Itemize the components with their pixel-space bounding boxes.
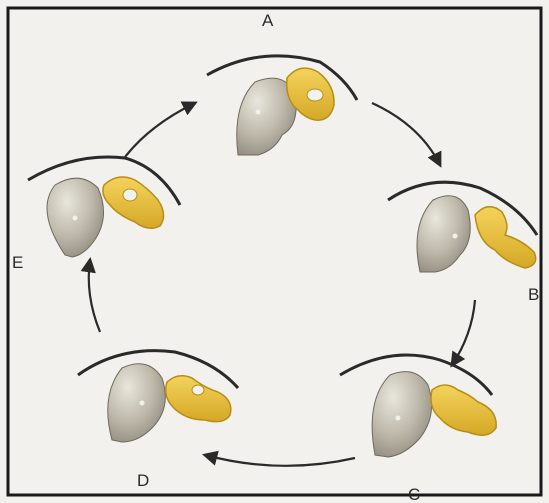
- label-b: B: [528, 285, 539, 304]
- disc-notch-e: [123, 189, 137, 201]
- label-e: E: [12, 253, 23, 272]
- label-a: A: [262, 11, 274, 30]
- disc-notch-a: [307, 89, 323, 101]
- disc-notch-d: [192, 385, 204, 395]
- label-c: C: [408, 485, 420, 503]
- label-d: D: [137, 471, 149, 490]
